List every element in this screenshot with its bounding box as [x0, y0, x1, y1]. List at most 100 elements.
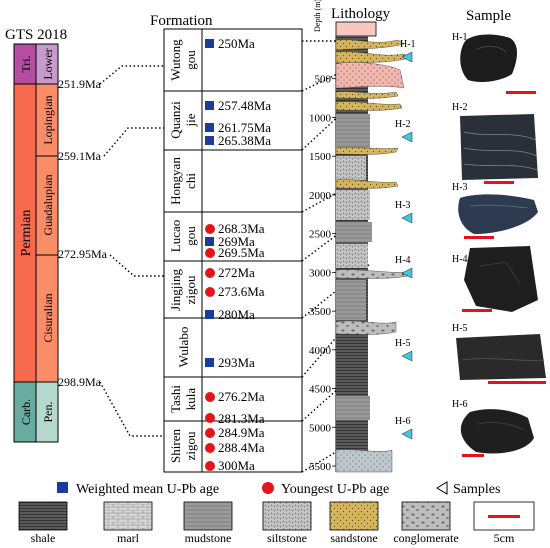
sandstone-bed — [335, 179, 399, 189]
sample-marker-label: H-2 — [395, 119, 411, 130]
age-entries: 250Ma 257.48Ma 261.75Ma 265.38Ma 268.3Ma… — [205, 36, 271, 473]
sandstone-bed — [335, 39, 405, 51]
mudstone-bed — [336, 114, 370, 148]
siltstone-bed — [336, 156, 366, 180]
depth-header: Depth (m) — [313, 0, 322, 32]
legend-circle — [262, 482, 274, 494]
formation-name-lucaogou: Lucao — [168, 220, 183, 252]
sample-h5-rock — [456, 334, 546, 380]
age-label: 300Ma — [218, 458, 255, 473]
gts-correlation-lines — [99, 65, 164, 437]
youngest-age-marker — [205, 413, 215, 423]
sample-h4-rock — [464, 246, 538, 312]
formation-name-wutonggou-2: gou — [183, 50, 198, 70]
formation-header: Formation — [150, 13, 213, 29]
formation-name-hongyanchi: Hongyan — [168, 157, 183, 205]
age-label: 265.38Ma — [218, 133, 271, 148]
youngest-age-marker — [205, 392, 215, 402]
depth-tick-label: 3000 — [309, 267, 332, 279]
age-label: 273.6Ma — [218, 284, 265, 299]
boundary-label-3: 272.95Ma — [58, 247, 108, 261]
scale-bar — [484, 181, 514, 184]
conglomerate-bed — [335, 269, 411, 279]
formation-name-wutonggou: Wutong — [168, 39, 183, 81]
legend-markers: Weighted mean U-Pb age Youngest U-Pb age… — [57, 481, 500, 497]
sample-h2-rock — [460, 114, 538, 180]
formation-column: Wutong gou Quanzi jie Hongyan chi Lucao … — [163, 28, 303, 473]
sample-triangle — [401, 350, 413, 362]
scale-bar — [462, 309, 492, 312]
legend-triangle — [436, 481, 448, 495]
age-label: 257.48Ma — [218, 98, 271, 113]
sample-marker-label: H-3 — [395, 200, 411, 211]
depth-ticks: 5001000150020002500300035004000450050005… — [309, 74, 336, 473]
scale-bar — [464, 236, 494, 239]
age-label: 250Ma — [218, 36, 255, 51]
depth-tick-label: 1000 — [309, 112, 332, 124]
depth-tick-label: 4500 — [309, 384, 332, 396]
sample-photo-label: H-5 — [452, 323, 468, 334]
weighted-age-marker — [205, 310, 214, 319]
sample-photos: H-1 H-2 H-3 H-4 H-5 H-6 — [452, 32, 546, 457]
sample-marker-label: H-1 — [400, 39, 416, 50]
weighted-age-marker — [205, 39, 214, 48]
depth-tick-label: 500 — [315, 74, 332, 86]
age-label: 268.3Ma — [218, 221, 265, 236]
sample-h3-rock — [458, 194, 538, 234]
age-label: 269.5Ma — [218, 245, 265, 260]
sample-photo-label: H-2 — [452, 102, 468, 113]
youngest-age-marker — [205, 248, 215, 258]
sample-photo-label: H-3 — [452, 182, 468, 193]
carboniferous-label: Carb. — [19, 399, 33, 425]
formation-name-jingjingzigou: Jingjing — [168, 269, 183, 311]
shale-bed — [336, 422, 366, 450]
depth-tick-label: 3500 — [309, 306, 332, 318]
legend-shale-swatch — [18, 501, 68, 531]
age-label: 288.4Ma — [218, 440, 265, 455]
scale-bar — [462, 454, 484, 457]
lithology-column: 5001000150020002500300035004000450050005… — [309, 21, 416, 473]
basal-siltstone — [335, 449, 393, 473]
age-label: 261.75Ma — [218, 120, 271, 135]
correlation-line-4 — [99, 381, 164, 437]
lithology-correlation-7 — [301, 309, 361, 378]
sample-header: Sample — [466, 8, 511, 24]
permian-label: Permian — [19, 210, 34, 257]
guadalupian-label: Guadalupian — [41, 174, 55, 235]
sample-marker-label: H-6 — [395, 416, 411, 427]
weighted-age-marker — [205, 123, 214, 132]
formation-name-quanzijie: Quanzi — [168, 101, 183, 139]
lithology-correlation-4 — [301, 179, 361, 213]
depth-tick-label: 1500 — [309, 151, 332, 163]
shale-bed — [336, 336, 364, 394]
sample-photo-label: H-6 — [452, 399, 468, 410]
correlation-line-2 — [103, 127, 164, 157]
conglomerate-bed — [335, 320, 397, 335]
legend-mudstone-label: mudstone — [185, 531, 232, 545]
formation-name-shirenzigou: Shiren — [168, 429, 183, 463]
sandstone-bed — [335, 51, 411, 64]
age-label: 281.3Ma — [218, 411, 265, 426]
boundary-label-1: 251.9Ma — [58, 77, 102, 91]
formation-name-tashikula: Tashi — [168, 385, 183, 413]
legend-conglomerate-swatch — [401, 501, 451, 531]
lithology-correlation-9 — [301, 451, 337, 473]
legend-marl-label: marl — [117, 531, 140, 545]
sample-h1-rock — [460, 34, 517, 82]
sample-triangle — [401, 131, 413, 143]
weighted-age-marker — [205, 136, 214, 145]
mudstone-bed — [336, 280, 366, 320]
legend-marl-swatch — [103, 501, 153, 531]
age-label: 272Ma — [218, 265, 255, 280]
legend-youngest-label: Youngest U-Pb age — [281, 482, 389, 497]
siltstone-bed — [336, 190, 370, 220]
lower-label: Lower — [41, 48, 55, 79]
legend-lithologies: shale marl mudstone siltstone sandstone … — [18, 501, 535, 545]
lithology-correlation-5 — [301, 212, 367, 262]
sample-markers: H-1 H-2 H-3 H-4 H-5 H-6 — [395, 39, 416, 440]
legend-siltstone-swatch — [262, 501, 312, 531]
youngest-age-marker — [205, 428, 215, 438]
pennsylvanian-label: Pen. — [41, 402, 55, 423]
legend-shale-label: shale — [31, 531, 56, 545]
formation-name-hongyanchi-2: chi — [183, 173, 198, 189]
